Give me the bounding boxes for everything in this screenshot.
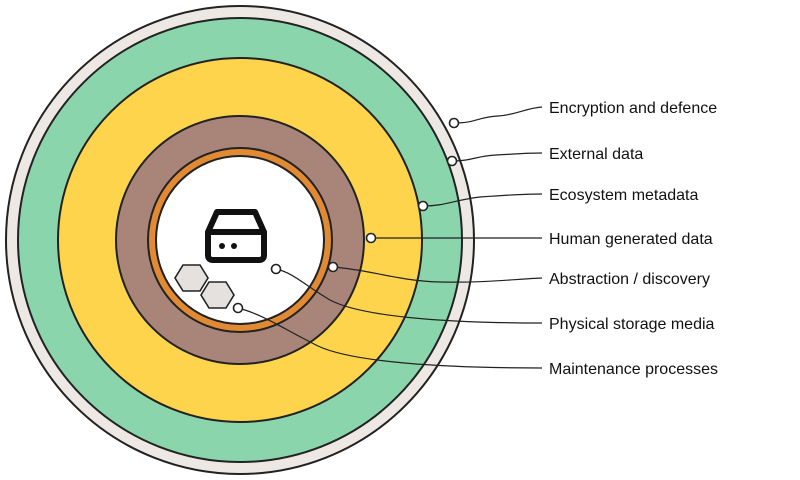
core-circle bbox=[155, 155, 325, 325]
hexagon-icon bbox=[200, 281, 235, 309]
anchor-dot-human-generated bbox=[365, 232, 377, 244]
leader-line-physical-storage bbox=[275, 268, 543, 324]
leader-line-encryption bbox=[453, 106, 543, 124]
leader-line-external-data bbox=[451, 152, 543, 162]
storage-drive-icon bbox=[205, 209, 267, 263]
hexagon-icon bbox=[174, 264, 209, 292]
drive-led-icon bbox=[231, 243, 237, 249]
label-encryption-and-defence: Encryption and defence bbox=[549, 100, 717, 117]
leader-line-abstraction bbox=[332, 266, 543, 283]
label-human-generated-data: Human generated data bbox=[549, 231, 713, 248]
label-ecosystem-metadata: Ecosystem metadata bbox=[549, 187, 699, 204]
anchor-dot-external-data bbox=[446, 155, 458, 167]
drive-led-icon bbox=[219, 243, 225, 249]
anchor-dot-ecosystem bbox=[417, 200, 429, 212]
anchor-dot-physical-storage bbox=[270, 263, 282, 275]
label-abstraction-discovery: Abstraction / discovery bbox=[549, 271, 710, 288]
leader-line-ecosystem bbox=[422, 193, 543, 207]
label-external-data: External data bbox=[549, 146, 643, 163]
leader-line-maintenance bbox=[237, 307, 543, 369]
anchor-dot-encryption bbox=[448, 117, 460, 129]
label-physical-storage-media: Physical storage media bbox=[549, 316, 715, 333]
label-maintenance-processes: Maintenance processes bbox=[549, 361, 718, 378]
anchor-dot-maintenance bbox=[232, 302, 244, 314]
anchor-dot-abstraction bbox=[327, 261, 339, 273]
